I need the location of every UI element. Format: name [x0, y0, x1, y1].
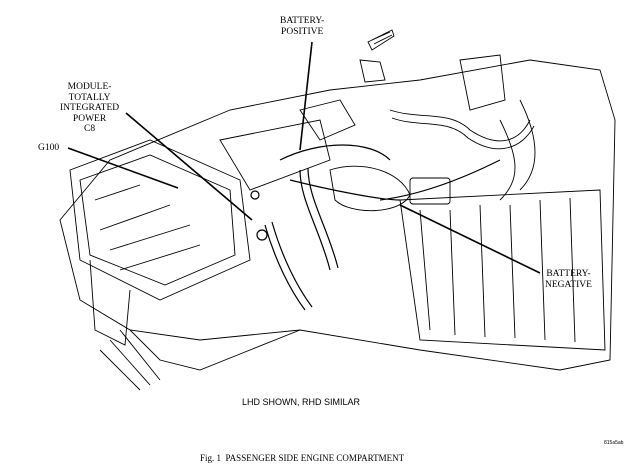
- engine-body: [59, 54, 616, 391]
- battery-cables: [250, 144, 501, 311]
- g100-label: G100: [38, 143, 60, 153]
- label-line: BATTERY-: [280, 16, 325, 26]
- forward-arrow-icon: [367, 29, 395, 51]
- figure-caption: Fig. 1 PASSENGER SIDE ENGINE COMPARTMENT: [200, 453, 405, 463]
- label-line: C8: [84, 124, 96, 134]
- note-text: LHD SHOWN, RHD SIMILAR: [242, 397, 361, 407]
- battery-negative-label: BATTERY- NEGATIVE: [545, 269, 592, 290]
- label-line: POSITIVE: [281, 26, 324, 37]
- battery-positive-label: BATTERY- POSITIVE: [280, 16, 324, 37]
- label-line: MODULE-: [67, 82, 112, 92]
- label-line: NEGATIVE: [545, 279, 592, 290]
- label-line: POWER: [72, 113, 107, 124]
- label-line: INTEGRATED: [60, 103, 120, 113]
- label-line: TOTALLY: [68, 92, 111, 103]
- label-line: BATTERY-: [546, 269, 591, 279]
- module-tip-label: MODULE- TOTALLY INTEGRATED POWER C8: [60, 82, 119, 135]
- figure-code: 815a5ab: [604, 440, 624, 446]
- leader-lines: [67, 41, 541, 274]
